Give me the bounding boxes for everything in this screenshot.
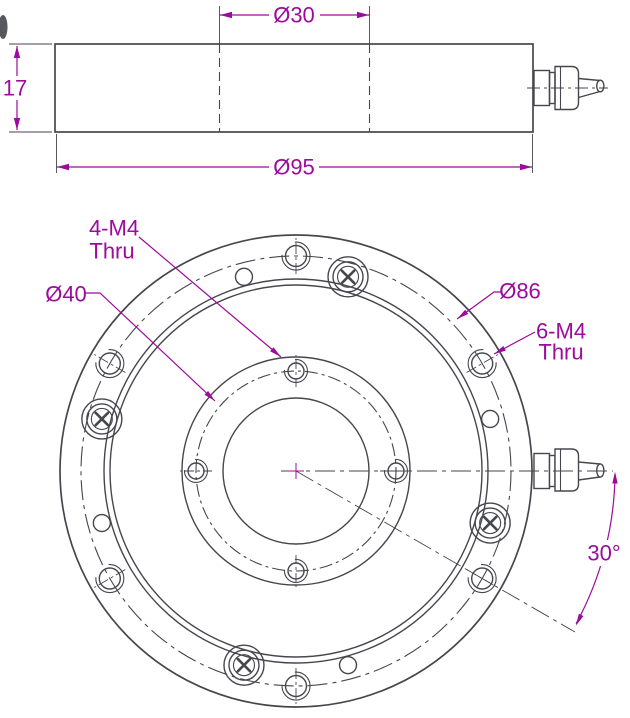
front-view: 30° 4-M4 Thru Ø40 Ø86 6-M4 Thru (45, 216, 623, 708)
angled-centerline-30deg (295, 470, 576, 633)
dim-outer-bolt-circle: Ø86 (456, 279, 541, 320)
dim-top-diameter-text: Ø30 (273, 3, 315, 28)
dim-inner-bolt-circle: Ø40 (45, 282, 216, 402)
thread-arc (95, 349, 125, 379)
tapped-hole-m4-outer (93, 349, 126, 379)
side-cable-gland (527, 65, 608, 111)
tapped-hole-m4-outer (281, 668, 311, 704)
front-cable-gland (533, 448, 605, 492)
ring-hole (480, 409, 500, 429)
hole-bore (470, 567, 494, 590)
screw-head (86, 403, 118, 435)
thread-arc (467, 349, 497, 379)
hole-centerline-tick (93, 354, 126, 373)
thread-arc (95, 564, 125, 594)
screw-tab-outline (223, 644, 265, 686)
thread-arc (467, 564, 497, 594)
thread-arc (383, 458, 408, 483)
retaining-ring-inner (109, 284, 483, 658)
screw-head-inner (336, 265, 360, 288)
side-extension-lines (9, 6, 533, 173)
tapped-hole-m4-inner (283, 355, 308, 387)
label-inner-holes-line2: Thru (89, 239, 134, 264)
dim-angle-text: 30° (587, 541, 620, 566)
tapped-hole-m4-outer (93, 564, 126, 594)
label-outer-holes-line1: 6-M4 (536, 319, 586, 344)
phillips-cross-icon (340, 269, 356, 285)
phillips-cross-icon (482, 515, 498, 531)
hole-bore (287, 362, 305, 380)
dim-outer-diameter-text: Ø95 (273, 155, 315, 180)
ring-screw-tab (469, 502, 511, 544)
screw-tab-outline (81, 398, 123, 440)
screw-head (332, 261, 364, 293)
phillips-cross-icon (94, 411, 110, 427)
hole-bore (98, 352, 122, 375)
label-inner-holes-line1: 4-M4 (89, 216, 139, 241)
thread-arc (281, 671, 311, 701)
dim-outer-bolt-circle-text: Ø86 (499, 279, 541, 304)
dim-top-diameter: Ø30 (220, 3, 369, 28)
screw-head (474, 507, 506, 539)
hole-bore (284, 244, 308, 268)
hole-bore (284, 674, 308, 698)
side-view: Ø30 17 Ø95 (0, 3, 608, 180)
tapped-hole-m4-inner (180, 458, 212, 483)
thread-arc (281, 241, 311, 271)
phillips-cross-icon (236, 657, 252, 673)
hole-centerline-tick (466, 354, 499, 373)
centerlines (281, 463, 613, 633)
dim-thickness-text: 17 (3, 76, 27, 101)
ring-screw-tab (327, 256, 369, 298)
ring-screw-tab (223, 644, 265, 686)
label-outer-holes-line2: Thru (538, 340, 583, 365)
label-outer-holes: 6-M4 Thru (493, 319, 586, 365)
ring-hole (92, 513, 112, 533)
tapped-hole-m4-outer (466, 564, 499, 594)
screw-tabs (81, 256, 511, 686)
screw-tab-outline (327, 256, 369, 298)
hole-centerline-tick (93, 569, 126, 588)
thread-arc (283, 358, 308, 383)
tapped-hole-m4-outer (466, 349, 499, 379)
dim-thickness: 17 (3, 46, 27, 130)
side-body-outline (54, 43, 534, 133)
screw-head-inner (479, 511, 502, 535)
hole-bore (287, 562, 305, 580)
dim-outer-diameter: Ø95 (57, 155, 532, 180)
label-inner-holes: 4-M4 Thru (89, 216, 282, 358)
screw-head-inner (90, 407, 113, 431)
ring-hole (338, 655, 358, 675)
tapped-hole-m4-outer (281, 238, 311, 274)
hole-bore (470, 352, 494, 375)
thread-arc (283, 558, 308, 583)
thread-arc (183, 458, 208, 483)
dim-inner-bolt-circle-text: Ø40 (45, 282, 87, 307)
scan-artifact (0, 15, 8, 39)
screw-head (228, 649, 260, 681)
screw-head-inner (232, 654, 256, 677)
dim-angle-30: 30° (575, 471, 623, 626)
screw-tab-outline (469, 502, 511, 544)
tapped-hole-m4-inner (283, 555, 308, 587)
ring-holes (92, 267, 500, 675)
ring-hole (234, 267, 254, 287)
hole-bore (98, 567, 122, 590)
ring-screw-tab (81, 398, 123, 440)
hole-centerline-tick (466, 569, 499, 588)
hole-bore (187, 462, 205, 480)
